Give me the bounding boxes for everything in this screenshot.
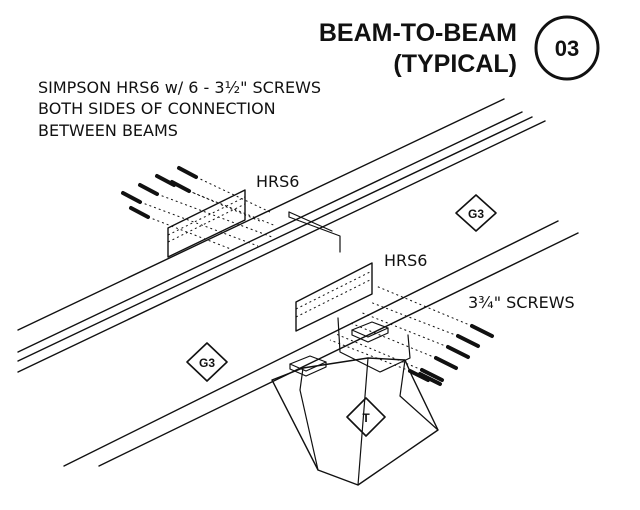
hrs6-label-upper: HRS6 <box>256 172 299 191</box>
tag-post: T <box>346 397 386 437</box>
beam-lines <box>17 98 579 467</box>
screw <box>138 183 273 238</box>
lower-screws <box>329 285 494 386</box>
screw <box>170 180 263 223</box>
screw <box>129 206 237 252</box>
hrs6-label-lower: HRS6 <box>384 251 427 270</box>
detail-number-circle <box>534 15 600 81</box>
screw <box>347 321 458 370</box>
title-block: BEAM-TO-BEAM (TYPICAL) 03 <box>319 15 600 81</box>
connection-note: SIMPSON HRS6 w/ 6 - 3½" SCREWS BOTH SIDE… <box>38 78 321 140</box>
tag-beam-left: G3 <box>186 342 228 382</box>
screw <box>369 301 480 348</box>
screw <box>418 372 442 386</box>
lower-hrs6-strap <box>295 262 373 332</box>
note-line-3: BETWEEN BEAMS <box>38 121 178 140</box>
upper-screws <box>121 166 277 252</box>
tag-post-label: T <box>362 411 370 425</box>
screw <box>359 311 470 359</box>
post-block <box>271 317 439 486</box>
tag-beam-left-label: G3 <box>199 356 215 370</box>
note-line-2: BOTH SIDES OF CONNECTION <box>38 99 276 118</box>
screw <box>375 285 494 338</box>
screws-label: 3¾" SCREWS <box>468 293 575 312</box>
title-line-2: (TYPICAL) <box>393 50 517 78</box>
beam-splice-joint <box>288 211 341 253</box>
detail-number: 03 <box>555 36 579 61</box>
screw <box>121 191 259 247</box>
screw <box>177 166 271 213</box>
upper-hrs6-strap <box>167 189 246 258</box>
screw <box>335 333 444 382</box>
note-line-1: SIMPSON HRS6 w/ 6 - 3½" SCREWS <box>38 78 321 97</box>
title-line-1: BEAM-TO-BEAM <box>319 19 517 47</box>
tag-beam-right: G3 <box>455 194 497 232</box>
tag-beam-right-label: G3 <box>468 207 484 221</box>
